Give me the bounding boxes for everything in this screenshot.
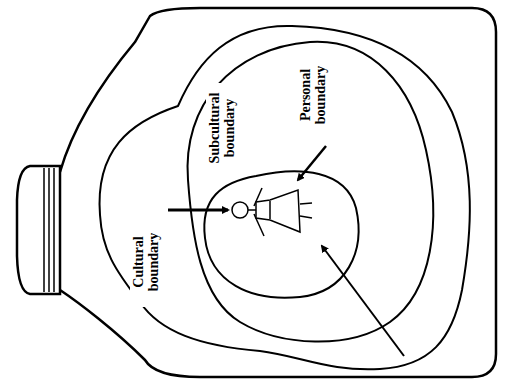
boundary-label: Personal boundary (297, 50, 329, 140)
person-figure (232, 188, 312, 236)
personal-boundary-line (204, 171, 358, 297)
cultural-boundary-line (100, 26, 470, 369)
pointer-arrow (298, 146, 326, 180)
lid-thread (43, 168, 45, 292)
boundary-label: Cultural boundary (130, 217, 162, 307)
subcultural-boundary-line (188, 42, 434, 342)
pointer-arrow (322, 246, 404, 356)
lid-thread (48, 168, 50, 292)
pointer-arrow (168, 209, 228, 212)
jar-lid (17, 166, 60, 294)
jar-outline (60, 8, 496, 377)
lid-thread (53, 168, 55, 292)
boundary-label: Subcultural boundary (206, 83, 238, 173)
